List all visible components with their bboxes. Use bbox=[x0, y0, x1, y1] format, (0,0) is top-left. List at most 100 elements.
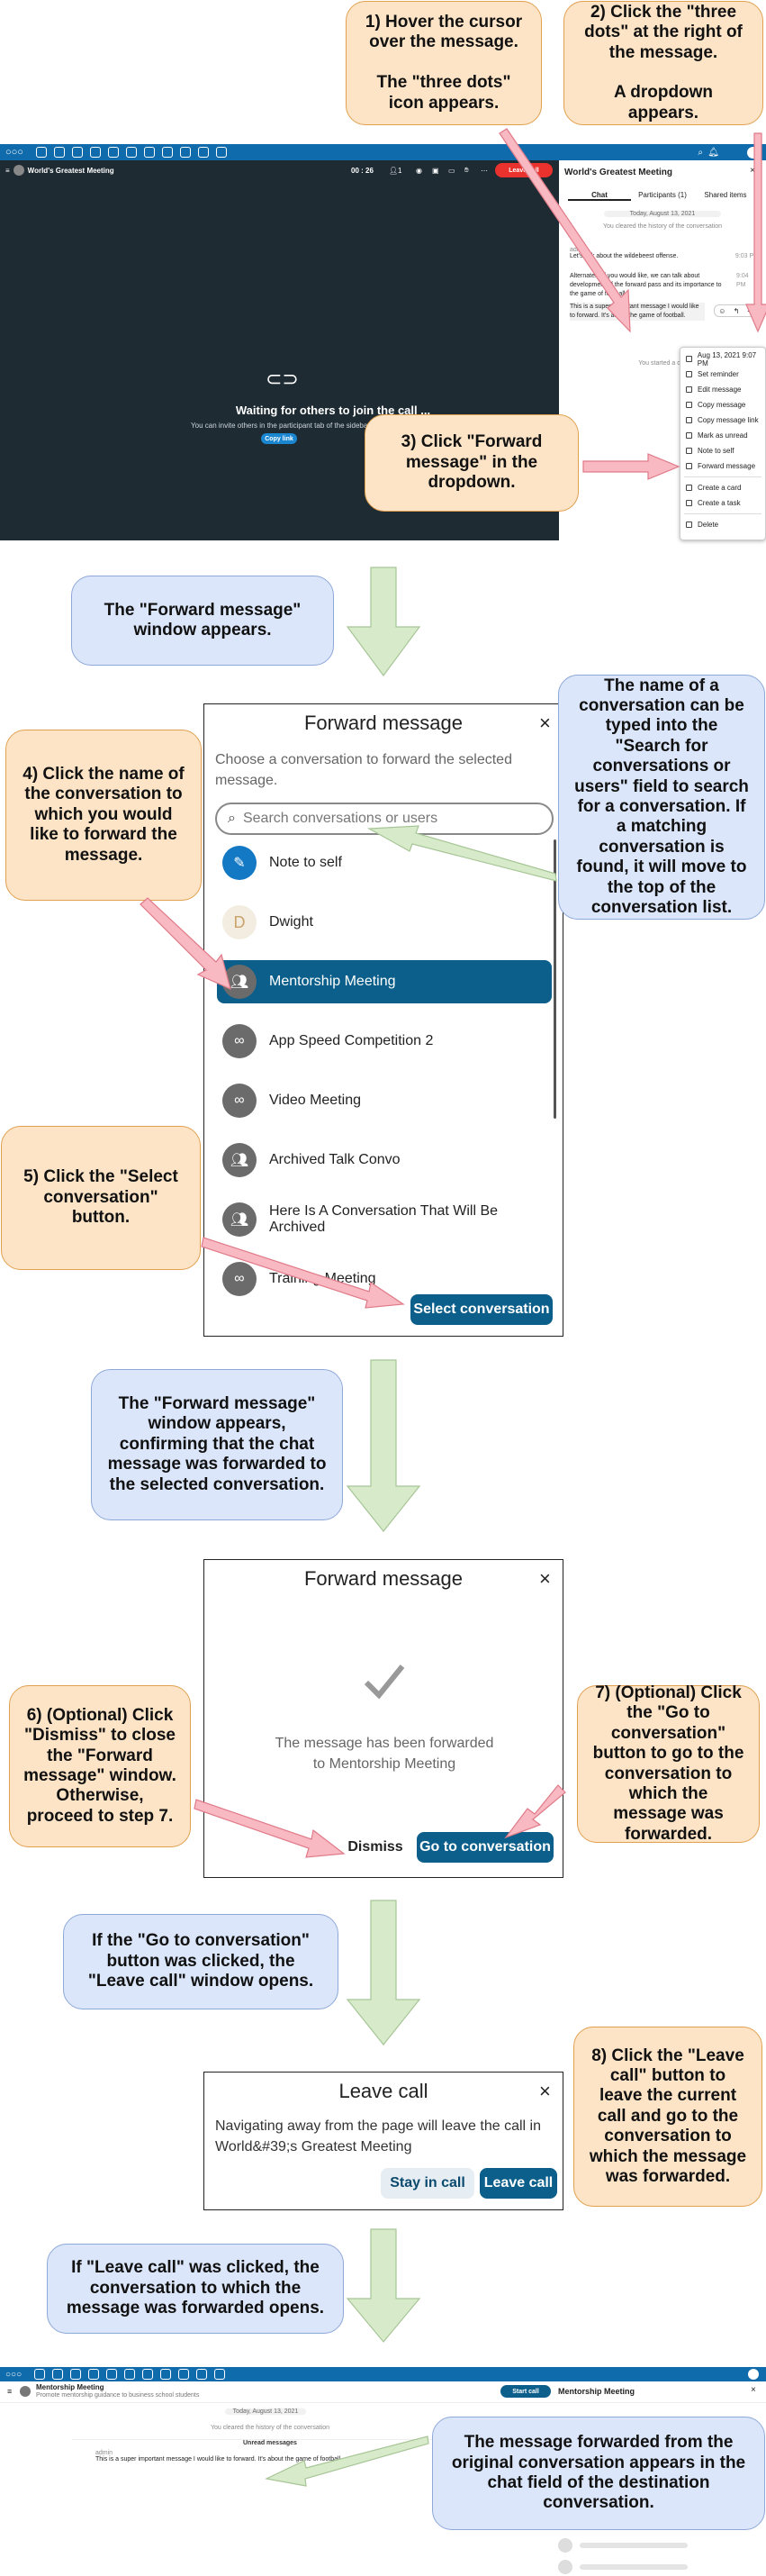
checkmark-svg bbox=[364, 1664, 405, 1700]
user-menu-avatar[interactable] bbox=[748, 2369, 759, 2380]
invite-text: You can invite others in the participant… bbox=[191, 422, 475, 430]
conversation-note-to-self[interactable]: ✎Note to self bbox=[217, 841, 552, 884]
copy-link-button[interactable]: Copy link bbox=[261, 433, 297, 444]
group-icon: 👥︎ bbox=[222, 1143, 257, 1177]
sidebar-close-icon[interactable]: × bbox=[750, 166, 755, 176]
callout-step4: 4) Click the name of the conversation to… bbox=[5, 730, 202, 901]
close-icon[interactable]: × bbox=[539, 712, 551, 734]
dashboard-icon[interactable] bbox=[35, 147, 47, 158]
tab-participants-label: Participants (1) bbox=[638, 191, 687, 199]
photos-icon[interactable] bbox=[70, 2369, 82, 2380]
tab-chat[interactable]: Chat bbox=[568, 191, 631, 201]
menu-note-to-self[interactable]: Note to self bbox=[680, 443, 765, 458]
deck-icon[interactable] bbox=[196, 2369, 208, 2380]
conversation-to-be-archived[interactable]: 👥︎Here Is A Conversation That Will Be Ar… bbox=[217, 1198, 552, 1241]
deck-icon[interactable] bbox=[197, 147, 209, 158]
start-call-label: Start call bbox=[512, 2388, 539, 2395]
raise-hand-icon[interactable]: ✋︎ bbox=[464, 166, 469, 174]
close-icon[interactable]: × bbox=[539, 1567, 551, 1590]
leave-call-confirm-label: Leave call bbox=[483, 2175, 554, 2191]
files-icon[interactable] bbox=[52, 2369, 64, 2380]
photos-icon[interactable] bbox=[71, 147, 83, 158]
pointer-arrow-step4 bbox=[140, 897, 231, 991]
files-icon[interactable] bbox=[53, 147, 65, 158]
nextcloud-logo-icon[interactable]: ○○○ bbox=[5, 2369, 23, 2380]
activity-icon[interactable] bbox=[88, 2369, 100, 2380]
conversation-header: ≡ Mentorship Meeting Promote mentorship … bbox=[0, 2381, 766, 2403]
search-icon: ⌕ bbox=[228, 811, 236, 826]
callout-step2: 2) Click the "three dots" at the right o… bbox=[563, 1, 763, 125]
participants-icon[interactable]: 👤︎ bbox=[389, 166, 399, 175]
dashboard-icon[interactable] bbox=[34, 2369, 46, 2380]
camera-icon[interactable]: ▣ bbox=[432, 166, 439, 175]
select-conversation-button[interactable]: Select conversation bbox=[410, 1294, 553, 1325]
message-text: Alternately, if you would like, we can t… bbox=[570, 273, 722, 297]
tab-participants[interactable]: Participants (1) bbox=[631, 191, 694, 199]
menu-create-task[interactable]: Create a task bbox=[680, 495, 765, 511]
talk-icon[interactable] bbox=[106, 2369, 118, 2380]
chat-message-2[interactable]: Alternately, if you would like, we can t… bbox=[570, 272, 749, 298]
contacts-icon[interactable] bbox=[142, 2369, 154, 2380]
callout-step3: 3) Click "Forward message" in the dropdo… bbox=[365, 414, 579, 512]
conversation-mentorship-meeting[interactable]: 👥︎Mentorship Meeting bbox=[217, 960, 552, 1003]
group-icon: 👥︎ bbox=[222, 1202, 257, 1237]
conversation-archived-talk[interactable]: 👥︎Archived Talk Convo bbox=[217, 1138, 552, 1182]
notifications-icon[interactable]: 🔔︎ bbox=[707, 147, 719, 158]
note-icon: ✎ bbox=[222, 846, 257, 880]
flow-arrow-3 bbox=[346, 1900, 421, 2045]
notes-icon[interactable] bbox=[179, 147, 191, 158]
stay-in-call-button[interactable]: Stay in call bbox=[381, 2168, 474, 2199]
leave-call-confirm-button[interactable]: Leave call bbox=[480, 2168, 557, 2199]
menu-forward-message[interactable]: Forward message bbox=[680, 458, 765, 474]
menu-label: Aug 13, 2021 9:07 PM bbox=[697, 350, 757, 367]
notes-icon[interactable] bbox=[178, 2369, 190, 2380]
list-scrollbar[interactable] bbox=[554, 839, 556, 1119]
dismiss-button[interactable]: Dismiss bbox=[339, 1832, 411, 1863]
menu-mark-unread[interactable]: Mark as unread bbox=[680, 428, 765, 443]
menu-label: Mark as unread bbox=[698, 431, 748, 440]
menu-create-card[interactable]: Create a card bbox=[680, 480, 765, 495]
menu-copy-message[interactable]: Copy message bbox=[680, 397, 765, 413]
sidebar-close-icon[interactable]: × bbox=[751, 2385, 756, 2395]
menu-divider bbox=[684, 513, 761, 514]
tasks-icon[interactable] bbox=[214, 2369, 226, 2380]
menu-label: Create a card bbox=[698, 484, 742, 492]
menu-copy-link[interactable]: Copy message link bbox=[680, 413, 765, 428]
clock-icon bbox=[686, 371, 692, 377]
mail-icon[interactable] bbox=[124, 2369, 136, 2380]
forwarded-chat-message[interactable]: admin This is a super important message … bbox=[95, 2450, 473, 2463]
menu-icon[interactable]: ≡ bbox=[5, 166, 10, 175]
reply-icon[interactable]: ↰ bbox=[733, 306, 740, 315]
mail-icon[interactable] bbox=[125, 147, 137, 158]
app-topbar: ○○○ bbox=[0, 2367, 766, 2381]
tab-shared-items[interactable]: Shared items bbox=[694, 191, 757, 199]
calendar-icon[interactable] bbox=[160, 2369, 172, 2380]
more-icon[interactable]: ⋯ bbox=[481, 166, 488, 175]
menu-icon[interactable]: ≡ bbox=[7, 2387, 13, 2396]
tasks-icon[interactable] bbox=[215, 147, 227, 158]
activity-icon[interactable] bbox=[89, 147, 101, 158]
react-icon[interactable]: ☺ bbox=[718, 306, 726, 315]
conversation-video-meeting[interactable]: ∞Video Meeting bbox=[217, 1079, 552, 1122]
menu-delete[interactable]: Delete bbox=[680, 517, 765, 532]
screenshare-icon[interactable]: ▭ bbox=[448, 166, 455, 175]
talk-icon[interactable] bbox=[107, 147, 119, 158]
group-icon: 👥︎ bbox=[222, 965, 257, 999]
microphone-icon[interactable]: ◉ bbox=[416, 166, 422, 175]
start-call-button[interactable]: Start call bbox=[500, 2385, 551, 2398]
close-icon[interactable]: × bbox=[539, 2080, 551, 2102]
conversation-app-speed[interactable]: ∞App Speed Competition 2 bbox=[217, 1020, 552, 1063]
dialog-title: Forward message bbox=[303, 712, 464, 734]
calendar-icon[interactable] bbox=[161, 147, 173, 158]
contacts-icon[interactable] bbox=[143, 147, 155, 158]
conversation-title: Mentorship Meeting bbox=[36, 2383, 104, 2391]
dialog-title: Forward message bbox=[303, 1567, 464, 1590]
go-to-conversation-button[interactable]: Go to conversation bbox=[417, 1832, 554, 1863]
menu-set-reminder[interactable]: Set reminder bbox=[680, 367, 765, 382]
search-icon[interactable]: ⌕ bbox=[698, 147, 703, 158]
nextcloud-logo-icon[interactable]: ○○○ bbox=[5, 147, 23, 158]
menu-edit-message[interactable]: Edit message bbox=[680, 382, 765, 397]
conversation-name: Dwight bbox=[269, 914, 313, 930]
